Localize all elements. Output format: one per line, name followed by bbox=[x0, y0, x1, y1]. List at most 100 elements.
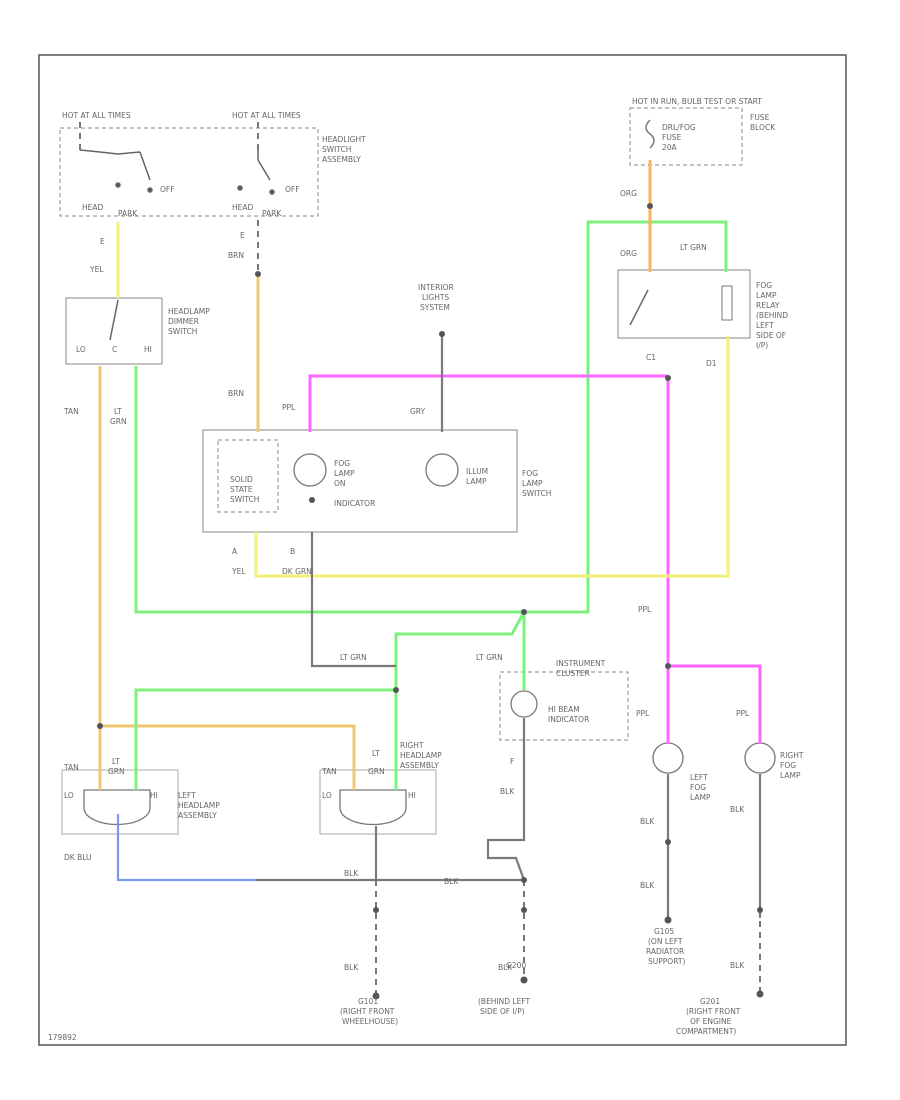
figure-id: 179892 bbox=[48, 1033, 77, 1042]
g105-label-2: (ON LEFT bbox=[648, 937, 683, 946]
fog-on-indicator-label-1: FOG bbox=[334, 459, 350, 468]
fog-on-indicator-label-3: ON bbox=[334, 479, 346, 488]
switch-off-label-2: OFF bbox=[285, 185, 300, 194]
right-fog-label-1: RIGHT bbox=[780, 751, 804, 760]
fog-relay-label-7: I/P) bbox=[756, 341, 768, 350]
indicator-label: INDICATOR bbox=[334, 499, 375, 508]
pin-c1: C1 bbox=[646, 353, 656, 362]
splice-ppl-relay bbox=[665, 375, 671, 381]
dimmer-switch-arm bbox=[109, 299, 119, 341]
dimmer-switch-box bbox=[65, 297, 163, 365]
right-hl-lo-label: LO bbox=[322, 791, 332, 800]
fog-relay-label-2: LAMP bbox=[756, 291, 777, 300]
g200-label-1: G200 bbox=[506, 961, 526, 970]
hi-beam-label-2: INDICATOR bbox=[548, 715, 589, 724]
pin-e-1: E bbox=[100, 237, 105, 246]
right-headlamp-label-1: RIGHT bbox=[400, 741, 424, 750]
wire-ltgrn-dimmer-hi bbox=[134, 220, 728, 614]
illum-lamp-label-1: ILLUM bbox=[466, 467, 488, 476]
g101-label-2: (RIGHT FRONT bbox=[340, 1007, 395, 1016]
wire-label-dkgrn-1: DK GRN bbox=[282, 567, 312, 576]
wire-blk-cluster-ground bbox=[486, 718, 526, 881]
fog-relay-label-1: FOG bbox=[756, 281, 772, 290]
headlight-switch-contacts bbox=[79, 149, 275, 195]
left-fog-label-1: LEFT bbox=[690, 773, 708, 782]
g201-label-4: COMPARTMENT) bbox=[676, 1027, 736, 1036]
fog-switch-label-1: FOG bbox=[522, 469, 538, 478]
wire-label-blk-7: BLK bbox=[344, 963, 359, 972]
illum-lamp bbox=[425, 453, 459, 487]
splice-right-fog bbox=[757, 907, 763, 913]
g105-label-3: RADIATOR bbox=[646, 947, 684, 956]
dimmer-switch-label-2: DIMMER bbox=[168, 317, 199, 326]
splice-tan bbox=[97, 723, 103, 729]
wire-label-brn-2: BRN bbox=[228, 389, 244, 398]
wire-ppl-fogswitch-relay bbox=[308, 374, 668, 432]
g201-ground bbox=[756, 990, 764, 998]
pin-b: B bbox=[290, 547, 295, 556]
splice-green-hl bbox=[393, 687, 399, 693]
switch-off-label-1: OFF bbox=[160, 185, 175, 194]
wire-label-blk-1: BLK bbox=[500, 787, 515, 796]
g201-label-2: (RIGHT FRONT bbox=[686, 1007, 741, 1016]
wire-label-gry: GRY bbox=[410, 407, 426, 416]
dimmer-hi-label: HI bbox=[144, 345, 152, 354]
fuse-block-box bbox=[629, 107, 743, 166]
fog-relay-contact bbox=[629, 289, 649, 326]
headlight-switch-label-2: SWITCH bbox=[322, 145, 351, 154]
fog-relay-box bbox=[617, 269, 751, 339]
fog-switch-label-2: LAMP bbox=[522, 479, 543, 488]
g101-label-1: G101 bbox=[358, 997, 378, 1006]
left-fog-lamp bbox=[652, 742, 684, 774]
splice-brn bbox=[255, 271, 261, 277]
fog-on-indicator-label-2: LAMP bbox=[334, 469, 355, 478]
splice-ppl-fog bbox=[665, 663, 671, 669]
wire-label-ppl-4: PPL bbox=[736, 709, 750, 718]
fuse-block-label-1: FUSE bbox=[750, 113, 770, 122]
wire-label-blk-8: BLK bbox=[498, 963, 513, 972]
wire-label-lt-2: LT bbox=[112, 757, 120, 766]
left-headlamp-label-1: LEFT bbox=[178, 791, 196, 800]
left-headlamp-label-3: ASSEMBLY bbox=[178, 811, 217, 820]
wire-label-blk-6: BLK bbox=[640, 881, 655, 890]
switch-park-label-1: PARK bbox=[118, 209, 138, 218]
wire-label-tan-2: TAN bbox=[63, 763, 79, 772]
interior-lights-label-2: LIGHTS bbox=[422, 293, 449, 302]
left-fog-label-3: LAMP bbox=[690, 793, 711, 802]
right-headlamp-label-2: HEADLAMP bbox=[400, 751, 442, 760]
wire-label-yel: YEL bbox=[89, 265, 104, 274]
dimmer-switch-label-1: HEADLAMP bbox=[168, 307, 210, 316]
headlight-switch-box bbox=[59, 127, 319, 217]
pin-a: A bbox=[232, 547, 238, 556]
g201-label-3: OF ENGINE bbox=[690, 1017, 732, 1026]
instrument-cluster-label-2: CLUSTER bbox=[556, 669, 590, 678]
right-hl-hi-label: HI bbox=[408, 791, 416, 800]
wire-label-tan-1: TAN bbox=[63, 407, 79, 416]
splice-g200 bbox=[521, 907, 527, 913]
fog-relay-coil bbox=[721, 285, 733, 321]
right-fog-lamp bbox=[744, 742, 776, 774]
g101-label-3: WHEELHOUSE) bbox=[342, 1017, 398, 1026]
right-fog-label-2: FOG bbox=[780, 761, 796, 770]
wire-label-blk-5: BLK bbox=[444, 877, 459, 886]
hot-all-times-label-1: HOT AT ALL TIMES bbox=[62, 111, 131, 120]
pin-e-2: E bbox=[240, 231, 245, 240]
wire-label-org-2: ORG bbox=[620, 249, 637, 258]
instrument-cluster-label-1: INSTRUMENT bbox=[556, 659, 606, 668]
wire-yel-relay-switch bbox=[254, 336, 730, 578]
right-headlamp-label-3: ASSEMBLY bbox=[400, 761, 439, 770]
wire-label-tan-3: TAN bbox=[321, 767, 337, 776]
hi-beam-label-1: HI BEAM bbox=[548, 705, 580, 714]
wire-label-grn-2: GRN bbox=[108, 767, 125, 776]
g200-label-2: (BEHIND LEFT bbox=[478, 997, 531, 1006]
wire-ltgrn-left-hi bbox=[134, 688, 396, 790]
fog-switch-box bbox=[202, 429, 518, 533]
wire-label-yel-2: YEL bbox=[231, 567, 246, 576]
wire-label-lt-3: LT bbox=[372, 749, 380, 758]
wire-label-ppl-3: PPL bbox=[636, 709, 650, 718]
dimmer-c-label: C bbox=[112, 345, 117, 354]
g200-label-3: SIDE OF I/P) bbox=[480, 1007, 525, 1016]
wire-label-lt-1: LT bbox=[114, 407, 122, 416]
g201-label-1: G201 bbox=[700, 997, 720, 1006]
